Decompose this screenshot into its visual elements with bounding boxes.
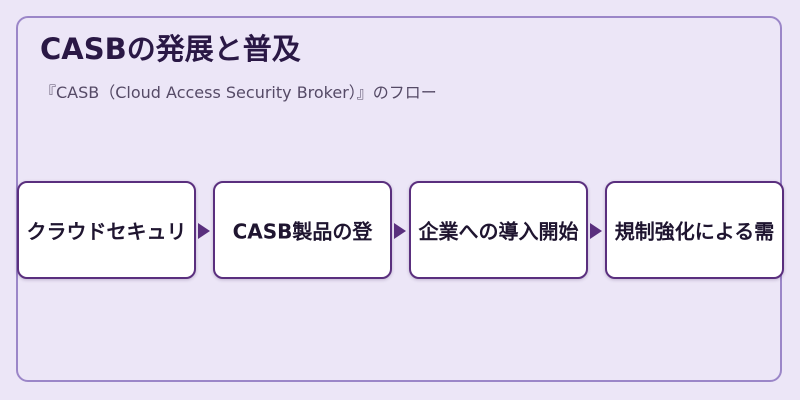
- flow-step-3-label: 企業への導入開始: [418, 219, 579, 244]
- flow-arrow-1: [198, 223, 210, 239]
- flow-arrow-3: [590, 223, 602, 239]
- flow-step-1-label: クラウドセキュリ: [26, 219, 187, 244]
- diagram-subtitle: 『CASB（Cloud Access Security Broker）』のフロー: [40, 83, 437, 102]
- flow-step-4-label: 規制強化による需: [614, 219, 775, 244]
- flow-step-4: 規制強化による需: [605, 181, 784, 279]
- diagram-title: CASBの発展と普及: [40, 32, 301, 66]
- flow-arrow-2: [394, 223, 406, 239]
- flow-step-3: 企業への導入開始: [409, 181, 588, 279]
- flow-step-2: CASB製品の登: [213, 181, 392, 279]
- flow-step-2-label: CASB製品の登: [232, 219, 373, 244]
- flow-step-1: クラウドセキュリ: [17, 181, 196, 279]
